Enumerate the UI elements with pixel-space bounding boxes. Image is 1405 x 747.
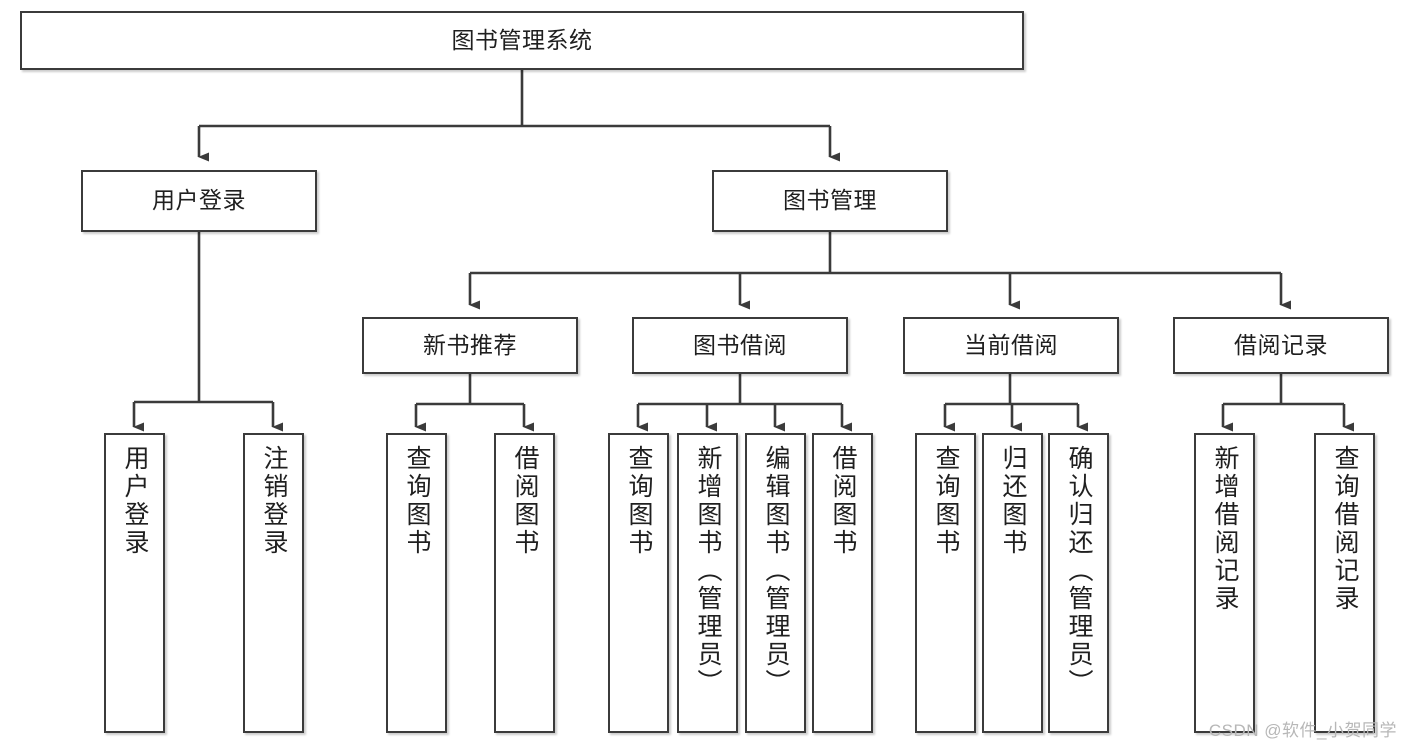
leaf-book-borrow-borrow[interactable]: 借阅图书 xyxy=(812,433,873,733)
watermark: CSDN @软件_小贺同学 xyxy=(1208,721,1397,740)
leaf-current-borrow-query[interactable]: 查询图书 xyxy=(915,433,976,733)
leaf-book-borrow-query[interactable]: 查询图书 xyxy=(608,433,669,733)
node-book-borrow[interactable]: 图书借阅 xyxy=(632,317,848,374)
node-root[interactable]: 图书管理系统 xyxy=(20,11,1024,70)
leaf-label: 用户登录 xyxy=(121,445,149,557)
leaf-user-login-login[interactable]: 用户登录 xyxy=(104,433,165,733)
node-book-management-label: 图书管理 xyxy=(783,187,877,214)
leaf-label: 查询图书 xyxy=(932,445,960,557)
node-book-management[interactable]: 图书管理 xyxy=(712,170,948,232)
leaf-label: 查询图书 xyxy=(403,445,431,557)
leaf-label: 新增借阅记录 xyxy=(1211,445,1239,613)
node-new-book-recommend[interactable]: 新书推荐 xyxy=(362,317,578,374)
leaf-borrow-record-query[interactable]: 查询借阅记录 xyxy=(1314,433,1375,733)
leaf-label: 借阅图书 xyxy=(511,445,539,557)
leaf-label: 借阅图书 xyxy=(829,445,857,557)
leaf-label: 注销登录 xyxy=(260,445,288,557)
leaf-borrow-record-add[interactable]: 新增借阅记录 xyxy=(1194,433,1255,733)
node-borrow-record-label: 借阅记录 xyxy=(1234,331,1328,358)
leaf-label: 新增图书（管理员） xyxy=(694,445,722,697)
node-user-login[interactable]: 用户登录 xyxy=(81,170,317,232)
leaf-user-login-logout[interactable]: 注销登录 xyxy=(243,433,304,733)
node-book-borrow-label: 图书借阅 xyxy=(693,331,787,358)
node-current-borrow-label: 当前借阅 xyxy=(964,331,1058,358)
leaf-current-borrow-confirm[interactable]: 确认归还（管理员） xyxy=(1048,433,1109,733)
leaf-new-book-query[interactable]: 查询图书 xyxy=(386,433,447,733)
leaf-book-borrow-edit[interactable]: 编辑图书（管理员） xyxy=(745,433,806,733)
node-root-label: 图书管理系统 xyxy=(451,26,593,53)
leaf-new-book-borrow[interactable]: 借阅图书 xyxy=(494,433,555,733)
leaf-label: 查询图书 xyxy=(625,445,653,557)
node-current-borrow[interactable]: 当前借阅 xyxy=(903,317,1119,374)
node-user-login-label: 用户登录 xyxy=(152,187,246,214)
leaf-label: 编辑图书（管理员） xyxy=(762,445,790,697)
leaf-book-borrow-add[interactable]: 新增图书（管理员） xyxy=(677,433,738,733)
leaf-label: 查询借阅记录 xyxy=(1331,445,1359,613)
leaf-label: 归还图书 xyxy=(999,445,1027,557)
node-new-book-recommend-label: 新书推荐 xyxy=(423,331,517,358)
leaf-current-borrow-return[interactable]: 归还图书 xyxy=(982,433,1043,733)
node-borrow-record[interactable]: 借阅记录 xyxy=(1173,317,1389,374)
leaf-label: 确认归还（管理员） xyxy=(1065,445,1093,697)
